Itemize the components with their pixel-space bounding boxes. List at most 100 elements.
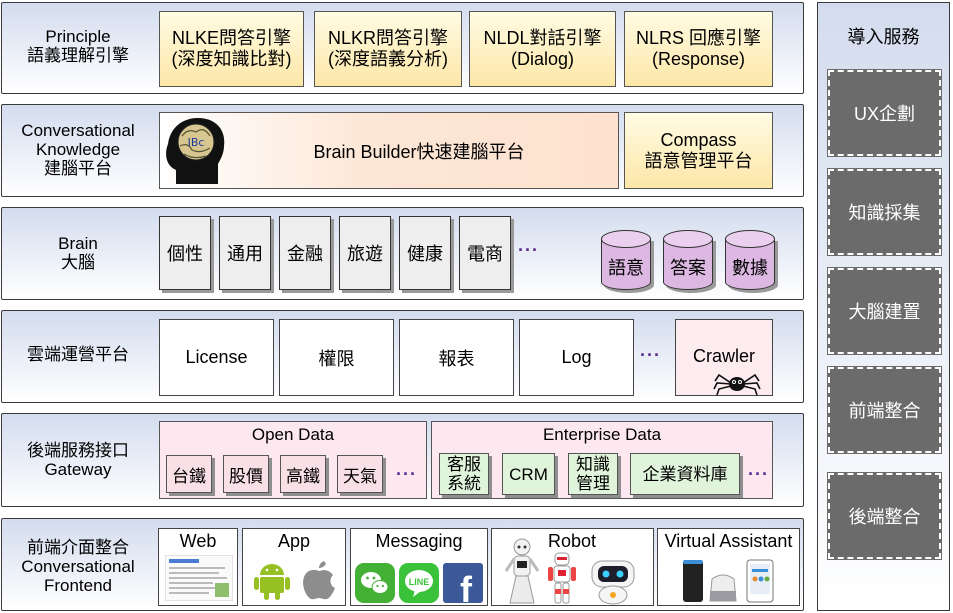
database-semantics: 語意 (601, 230, 651, 290)
engine-desc: (深度知識比對) (171, 49, 292, 69)
engine-name: NLDL對話引擎 (483, 28, 602, 48)
gateway-layer: 後端服務接口 Gateway Open Data 台鐵 股價 高鐵 天氣 ···… (1, 413, 804, 507)
database-answers: 答案 (663, 230, 713, 290)
channel-label: Messaging (375, 531, 463, 551)
cloud-license: License (159, 319, 274, 396)
service-frontend-integration: 前端整合 (827, 366, 942, 454)
domain-label: 金融 (287, 244, 323, 264)
services-panel: 導入服務 UX企劃 知識採集 大腦建置 前端整合 後端整合 (817, 2, 950, 611)
database-data: 數據 (725, 230, 775, 290)
compass-label: Compass (660, 129, 737, 150)
web-page-thumbnail (165, 555, 233, 601)
database-label: 語意 (608, 258, 644, 278)
cloud-log: Log (519, 319, 634, 396)
channel-label: App (277, 531, 311, 551)
channel-label: Robot (547, 531, 597, 551)
service-label: UX企劃 (853, 104, 915, 124)
principle-label-en: Principle (45, 27, 111, 46)
service-label: 知識採集 (848, 203, 921, 223)
domain-label: 健康 (407, 244, 443, 264)
enterprise-item-l1: 客服 (447, 455, 481, 474)
database-label: 數據 (732, 258, 768, 278)
cute-robot-icon (591, 560, 635, 605)
service-label: 大腦建置 (848, 302, 921, 322)
domain-personality: 個性 (159, 216, 211, 290)
line-icon: LINE (399, 563, 439, 603)
engine-name: NLRS 回應引擎 (635, 28, 761, 48)
cloud-item-label: 報表 (438, 348, 475, 369)
facebook-icon-text: f (460, 569, 473, 603)
compass-desc: 語意管理平台 (644, 150, 753, 171)
pepper-robot-icon (504, 538, 540, 604)
cloud-ops-layer: 雲端運營平台 License 權限 報表 Log ··· Crawler (1, 310, 804, 403)
open-data-item: 高鐵 (286, 466, 320, 486)
domain-general: 通用 (219, 216, 271, 290)
more-domains-ellipsis: ··· (518, 240, 539, 260)
engine-name: NLKR問答引擎 (327, 28, 448, 48)
open-data-title: Open Data (251, 425, 335, 444)
spider-icon (713, 373, 761, 395)
engine-name: NLKE問答引擎 (171, 28, 292, 48)
channel-web: Web (158, 528, 238, 606)
knowledge-label-l3: 建腦平台 (44, 159, 112, 178)
engine-nlke: NLKE問答引擎 (深度知識比對) (159, 11, 304, 87)
domain-travel: 旅遊 (339, 216, 391, 290)
enterprise-database: 企業資料庫 (630, 453, 740, 495)
brain-label-en: Brain (58, 234, 98, 253)
brain-builder-label: Brain Builder快速建腦平台 (313, 141, 525, 162)
engine-nldl: NLDL對話引擎 (Dialog) (469, 11, 616, 87)
line-icon-text: LINE (409, 577, 430, 587)
brain-head-icon: IBc (166, 118, 225, 184)
service-label: 後端整合 (848, 507, 921, 527)
open-data-rail: 台鐵 (166, 455, 212, 493)
domain-label: 旅遊 (347, 244, 383, 264)
principle-label-zh: 語義理解引擎 (27, 46, 129, 65)
phone-assistant-icon (746, 559, 774, 603)
compass-platform: Compass 語意管理平台 (624, 112, 773, 189)
channel-app: App (242, 528, 346, 606)
cloud-reports: 報表 (399, 319, 514, 396)
more-cloud-ellipsis: ··· (640, 345, 661, 365)
open-data-hsr: 高鐵 (280, 455, 326, 493)
more-enterprise-ellipsis: ··· (748, 464, 769, 484)
enterprise-item-l2: 管理 (576, 474, 610, 493)
domain-label: 電商 (467, 244, 503, 264)
engine-nlrs: NLRS 回應引擎 (Response) (624, 11, 773, 87)
cloud-ops-label: 雲端運營平台 (2, 345, 154, 364)
principle-layer: Principle 語義理解引擎 NLKE問答引擎 (深度知識比對) NLKR問… (1, 2, 804, 94)
service-ux: UX企劃 (827, 69, 942, 157)
cloud-item-label: Log (561, 347, 592, 367)
cloud-ops-label-text: 雲端運營平台 (27, 345, 129, 364)
frontend-label-l2: Conversational (21, 557, 135, 576)
domain-health: 健康 (399, 216, 451, 290)
enterprise-crm: CRM (502, 453, 555, 495)
enterprise-item-l1: CRM (509, 464, 548, 484)
channel-robot: Robot (491, 528, 654, 606)
humanoid-robot-icon (548, 552, 576, 604)
engine-desc: (深度語義分析) (328, 49, 448, 69)
services-title: 導入服務 (847, 27, 920, 47)
enterprise-data-title: Enterprise Data (542, 425, 662, 444)
open-data-item: 股價 (229, 466, 263, 486)
cloud-item-label: 權限 (318, 348, 355, 369)
database-label: 答案 (670, 258, 706, 278)
smart-speaker-icon (683, 560, 703, 602)
open-data-item: 天氣 (343, 466, 377, 486)
gateway-label: 後端服務接口 Gateway (2, 441, 154, 479)
open-data-group: Open Data 台鐵 股價 高鐵 天氣 ··· (159, 421, 427, 499)
brain-layer: Brain 大腦 個性 通用 金融 旅遊 健康 電商 ··· 語意 答案 數據 (1, 207, 804, 300)
apple-icon (303, 561, 335, 600)
frontend-label-zh: 前端介面整合 (27, 538, 129, 557)
frontend-label: 前端介面整合 Conversational Frontend (2, 538, 154, 595)
knowledge-label: Conversational Knowledge 建腦平台 (2, 121, 154, 178)
home-speaker-icon (709, 574, 737, 602)
gateway-label-zh: 後端服務接口 (27, 441, 129, 460)
knowledge-layer: Conversational Knowledge 建腦平台 Brain Buil… (1, 104, 804, 197)
enterprise-item-l1: 企業資料庫 (642, 464, 728, 484)
channel-label: Virtual Assistant (664, 531, 793, 551)
enterprise-customer-service: 客服 系統 (439, 453, 489, 495)
brain-label: Brain 大腦 (2, 234, 154, 272)
service-label: 前端整合 (848, 401, 921, 421)
engine-nlkr: NLKR問答引擎 (深度語義分析) (314, 11, 462, 87)
domain-label: 通用 (227, 244, 263, 264)
